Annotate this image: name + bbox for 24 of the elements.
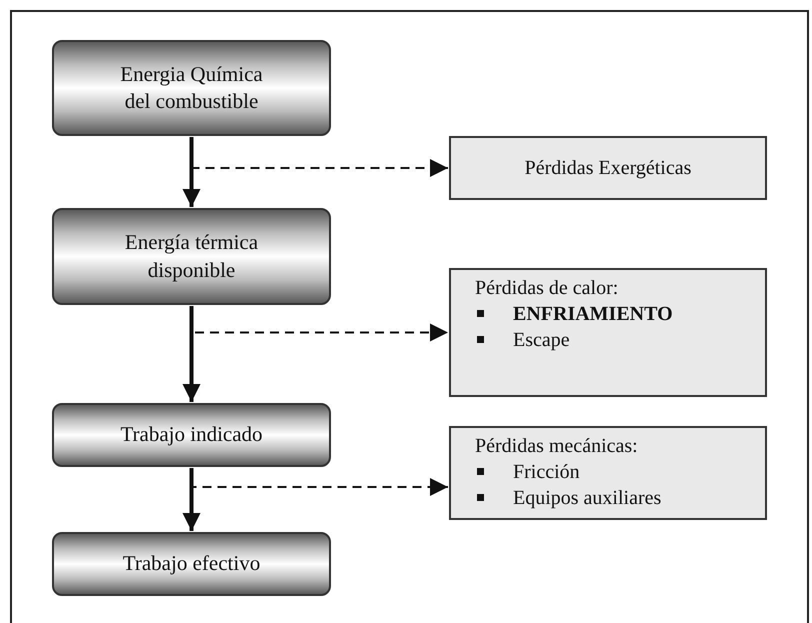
node-label: Trabajo indicado — [120, 421, 263, 448]
node-label: Pérdidas Exergéticas — [524, 156, 692, 181]
arrow — [182, 468, 200, 531]
loss-box — [449, 136, 767, 200]
list-item: Equipos auxiliares — [475, 485, 755, 511]
node-label: Energia Química del combustible — [119, 60, 264, 115]
arrow — [182, 306, 200, 402]
node-label: Energía térmica disponible — [124, 229, 260, 284]
box-heading: Pérdidas mecánicas: — [475, 434, 639, 459]
process-box — [52, 532, 331, 596]
node-label: Trabajo efectivo — [122, 550, 260, 578]
loss-box — [449, 268, 767, 397]
process-box — [52, 208, 331, 305]
list-item: Fricción — [475, 459, 755, 485]
arrow — [182, 137, 200, 207]
list-item: Escape — [475, 327, 755, 353]
box-heading: Pérdidas de calor: — [475, 276, 620, 301]
loss-box — [449, 426, 767, 520]
process-box — [52, 403, 331, 467]
process-box — [52, 40, 331, 136]
dashed-arrow — [190, 137, 448, 177]
dashed-arrow — [190, 306, 448, 342]
dashed-arrow — [190, 468, 448, 496]
list-item: ENFRIAMIENTO — [475, 301, 755, 327]
